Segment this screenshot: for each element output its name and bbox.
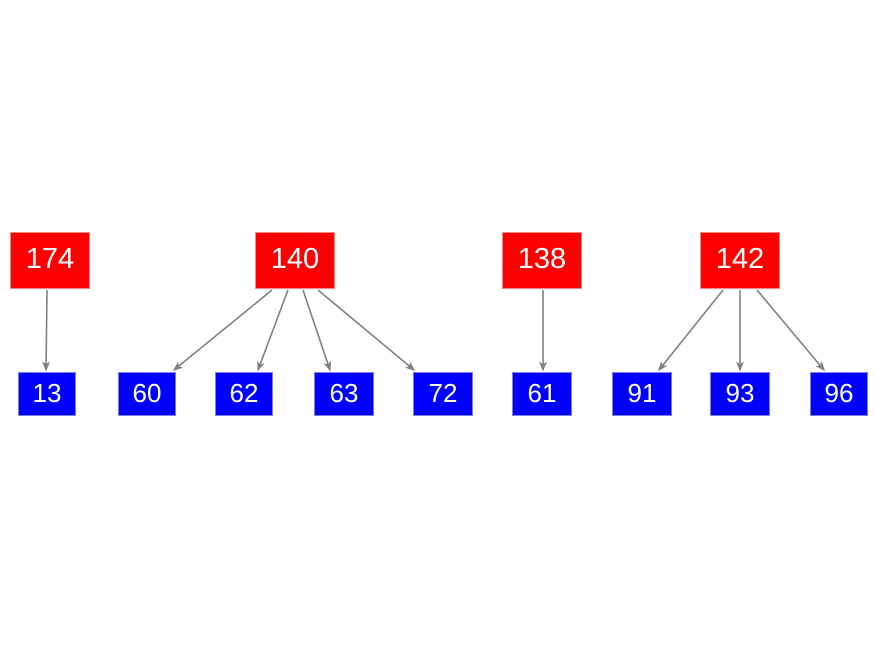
child-node-62[interactable]: 62 xyxy=(215,372,273,416)
edge-140-to-72 xyxy=(317,289,416,371)
edge-174-to-13 xyxy=(42,289,51,372)
parent-node-140[interactable]: 140 xyxy=(255,232,335,289)
node-label: 61 xyxy=(527,378,557,408)
node-label: 72 xyxy=(428,378,458,408)
child-node-93[interactable]: 93 xyxy=(710,372,770,416)
parent-node-174[interactable]: 174 xyxy=(10,232,90,289)
child-node-91[interactable]: 91 xyxy=(612,372,672,416)
node-label: 140 xyxy=(270,243,320,275)
child-node-96[interactable]: 96 xyxy=(810,372,868,416)
edge-140-to-63 xyxy=(302,289,332,372)
node-label: 13 xyxy=(32,378,62,408)
node-label: 91 xyxy=(627,378,657,408)
child-node-61[interactable]: 61 xyxy=(512,372,572,416)
node-label: 174 xyxy=(25,243,75,275)
node-label: 142 xyxy=(715,243,765,275)
child-node-72[interactable]: 72 xyxy=(413,372,473,416)
node-label: 96 xyxy=(824,378,854,408)
child-node-13[interactable]: 13 xyxy=(18,372,76,416)
edge-140-to-60 xyxy=(172,289,273,371)
parent-node-142[interactable]: 142 xyxy=(700,232,780,289)
node-label: 93 xyxy=(725,378,755,408)
edge-group xyxy=(42,289,825,372)
child-node-60[interactable]: 60 xyxy=(118,372,176,416)
node-label: 60 xyxy=(132,378,162,408)
node-label: 63 xyxy=(329,378,359,408)
node-label: 138 xyxy=(517,243,567,275)
edge-142-to-91 xyxy=(658,289,724,372)
node-label: 62 xyxy=(229,378,259,408)
parent-node-138[interactable]: 138 xyxy=(502,232,582,289)
edge-142-to-96 xyxy=(756,289,825,372)
child-node-63[interactable]: 63 xyxy=(314,372,374,416)
edge-140-to-62 xyxy=(257,289,289,372)
